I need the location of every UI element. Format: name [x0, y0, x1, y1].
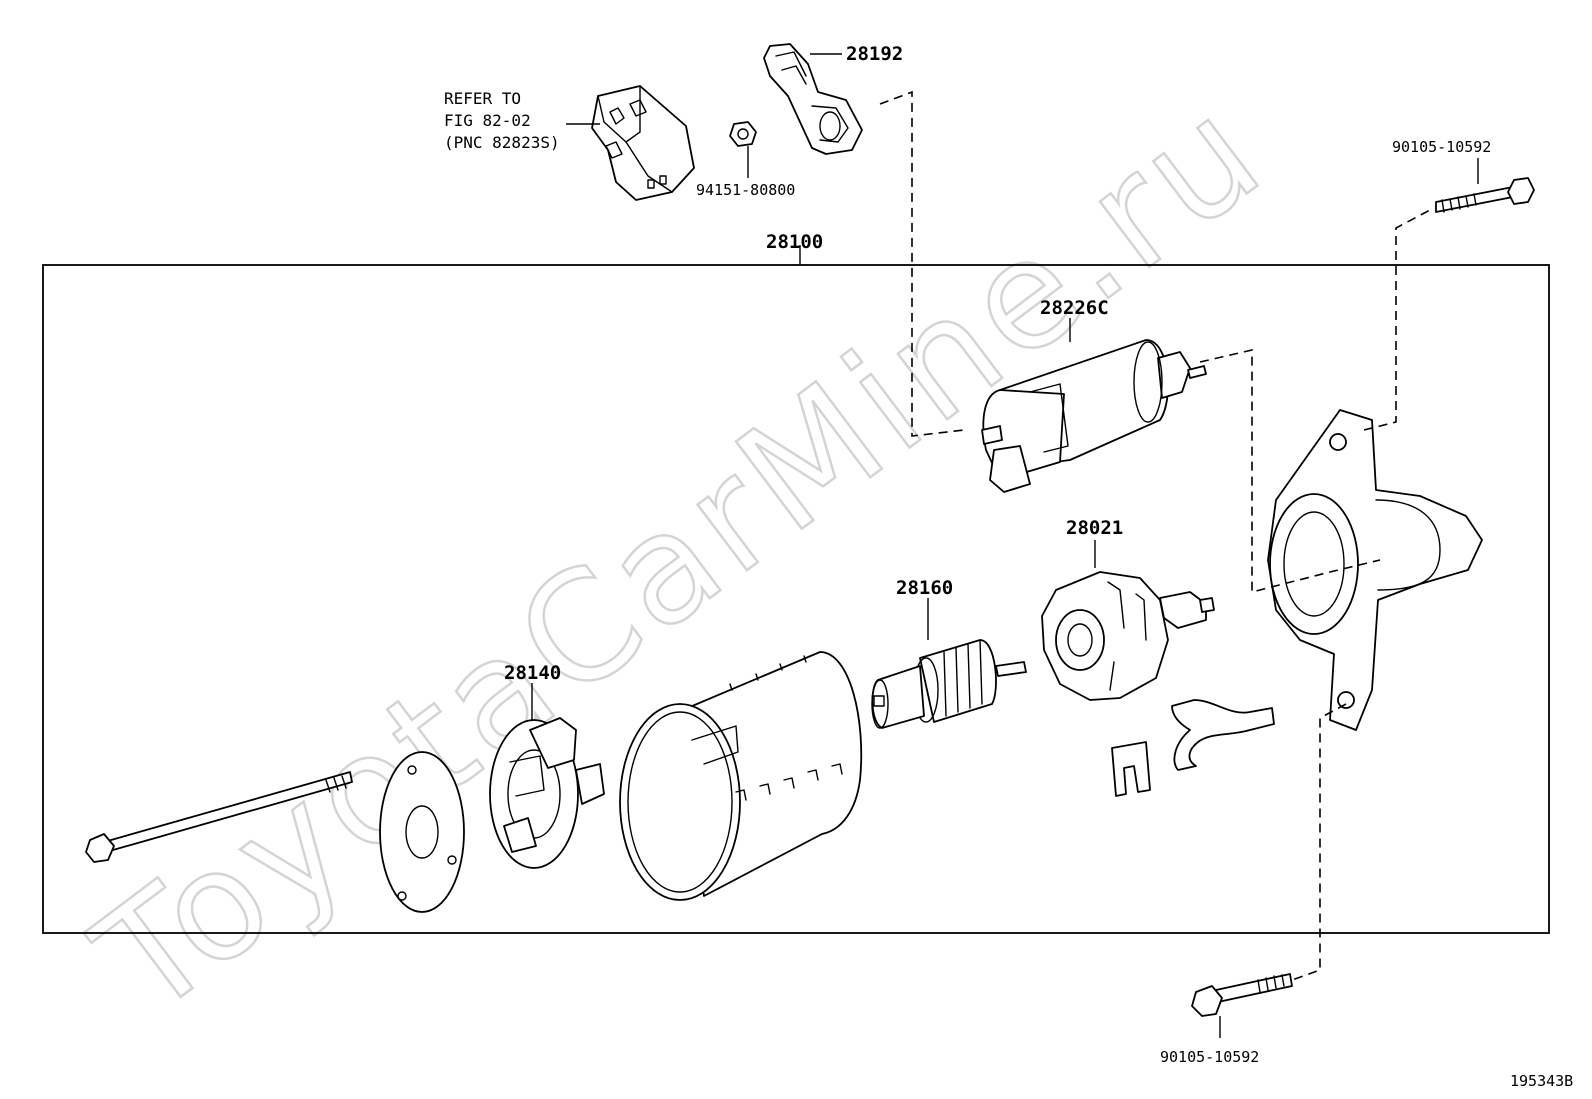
- label-90105-bottom: 90105-10592: [1160, 1048, 1259, 1066]
- starter-drive-28021-drawing: [1041, 571, 1215, 701]
- cover-28192-drawing: [763, 43, 863, 155]
- label-28226c: 28226C: [1040, 297, 1109, 319]
- label-28021: 28021: [1066, 517, 1123, 539]
- label-94151-80800: 94151-80800: [696, 181, 795, 199]
- assembly-28100-box: [42, 264, 1550, 934]
- label-28160: 28160: [896, 577, 953, 599]
- armature-28160-drawing: [871, 639, 1027, 729]
- drive-lever-drawing: [1111, 699, 1275, 797]
- bolt-top-drawing: [1435, 177, 1535, 213]
- brush-holder-28140-drawing: [489, 717, 605, 869]
- yoke-housing-drawing: [619, 651, 863, 901]
- label-28192: 28192: [846, 43, 903, 65]
- solenoid-28226c-drawing: [981, 339, 1207, 493]
- watermark-text: ToyotaCarMine.ru: [66, 63, 1295, 1049]
- drive-housing-drawing: [1267, 409, 1483, 731]
- nut-94151-drawing: [729, 121, 757, 147]
- end-frame-drawing: [379, 751, 465, 913]
- figure-code: 195343B: [1510, 1072, 1573, 1090]
- label-refer-line2: FIG 82-02: [444, 111, 531, 130]
- label-28140: 28140: [504, 662, 561, 684]
- label-refer-line1: REFER TO: [444, 89, 521, 108]
- leader-lines: [531, 53, 1479, 1038]
- through-bolt-drawing: [85, 771, 353, 863]
- label-90105-top: 90105-10592: [1392, 138, 1491, 156]
- bolt-bottom-drawing: [1191, 973, 1293, 1017]
- label-refer-line3: (PNC 82823S): [444, 133, 560, 152]
- dashed-guide-lines: [879, 90, 1431, 981]
- label-28100: 28100: [766, 231, 823, 253]
- connector-part-drawing: [591, 85, 695, 201]
